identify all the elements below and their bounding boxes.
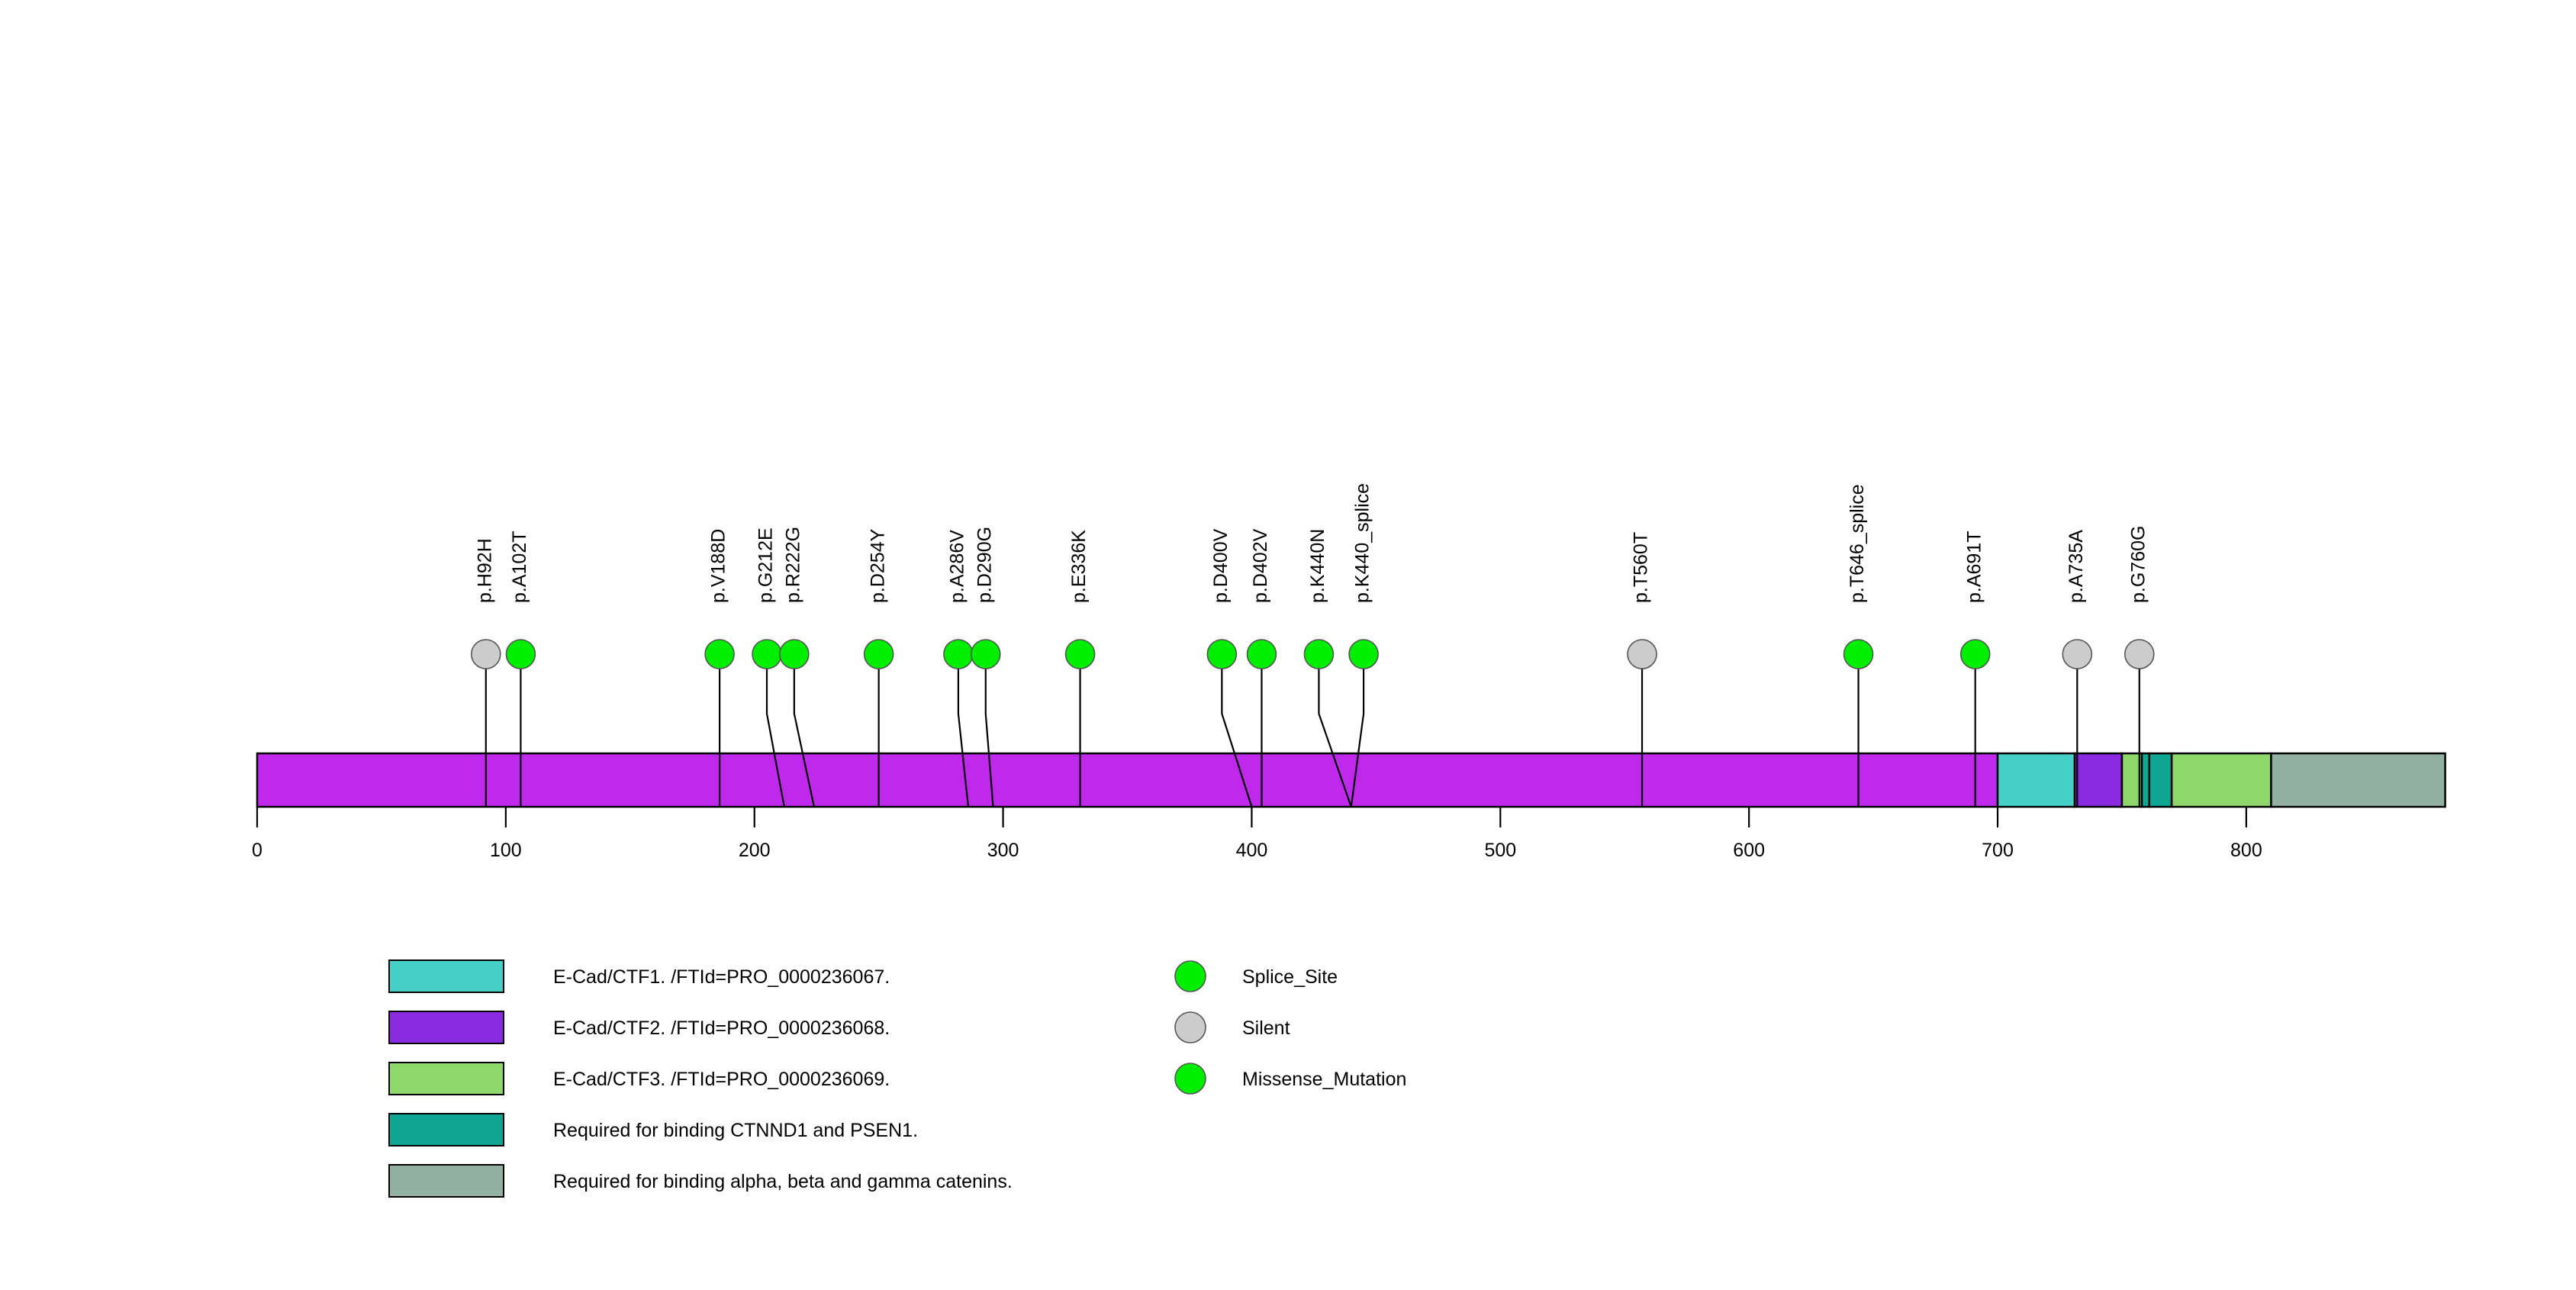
- domain-legend: E-Cad/CTF1. /FTId=PRO_0000236067. E-Cad/C…: [388, 959, 1013, 1198]
- lollipop-head[interactable]: [1959, 639, 1991, 669]
- lollipop-p-k440-splice[interactable]: p.K440_splice: [1348, 483, 1379, 808]
- mutation-label: p.D254Y: [867, 528, 888, 603]
- lollipop-p-v188d[interactable]: p.V188D: [704, 529, 735, 807]
- mutation-label: p.A691T: [1963, 531, 1985, 603]
- domain-segment-E-Cad/CTF3-b[interactable]: [2170, 752, 2272, 808]
- lollipop-stem: [1350, 654, 1365, 808]
- lollipop-p-a735a[interactable]: p.A735A: [2062, 530, 2093, 807]
- mutation-label: p.R222G: [782, 527, 803, 603]
- lollipop-head[interactable]: [1627, 639, 1657, 669]
- lollipop-p-g760g[interactable]: p.G760G: [2124, 526, 2155, 807]
- lollipop-stem: [765, 654, 785, 808]
- lollipop-stem: [1221, 654, 1253, 808]
- lollipop-p-h92h[interactable]: p.H92H: [470, 538, 501, 807]
- lollipop-head[interactable]: [1843, 639, 1874, 669]
- lollipop-stem: [984, 654, 994, 808]
- domain-segment-E-Cad/CTF1[interactable]: [1996, 752, 2076, 808]
- legend-mutation-swatch[interactable]: [1174, 960, 1206, 992]
- lollipop-p-k440n[interactable]: p.K440N: [1303, 529, 1352, 808]
- mutation-label: p.A735A: [2066, 530, 2087, 603]
- lollipop-p-d402v[interactable]: p.D402V: [1246, 528, 1277, 807]
- mutation-label: p.T646_splice: [1847, 484, 1868, 603]
- axis-tick-label: 600: [1733, 840, 1765, 861]
- lollipop-head[interactable]: [970, 639, 1001, 669]
- lollipop-p-d290g[interactable]: p.D290G: [970, 527, 1001, 808]
- mutation-label: p.K440N: [1307, 529, 1328, 603]
- legend-domain-label: Required for binding alpha, beta and gam…: [553, 1171, 1013, 1192]
- lollipop-head[interactable]: [943, 639, 974, 669]
- mutation-label: p.A102T: [509, 531, 530, 603]
- axis-tick-label: 500: [1484, 840, 1516, 861]
- axis-tick-label: 800: [2230, 840, 2262, 861]
- legend-mutation-label: Splice_Site: [1242, 966, 1338, 988]
- lollipop-stem: [793, 654, 816, 808]
- legend-domain-swatch[interactable]: [388, 959, 504, 993]
- lollipop-p-r222g[interactable]: p.R222G: [779, 527, 816, 808]
- legend-domain-label: E-Cad/CTF2. /FTId=PRO_0000236068.: [553, 1017, 890, 1039]
- legend-mutation-swatch[interactable]: [1174, 1063, 1206, 1095]
- domain-segment-catenins[interactable]: [2270, 752, 2446, 808]
- legend-mutation-swatch[interactable]: [1174, 1011, 1206, 1043]
- mutation-label: p.D290G: [974, 527, 995, 603]
- mutation-label: p.E336K: [1068, 530, 1090, 603]
- lollipop-p-a102t[interactable]: p.A102T: [505, 531, 536, 807]
- lollipop-p-t646-splice[interactable]: p.T646_splice: [1843, 484, 1874, 807]
- lollipop-head[interactable]: [1206, 639, 1238, 669]
- lollipop-head[interactable]: [1348, 639, 1379, 669]
- legend-domain-label: E-Cad/CTF3. /FTId=PRO_0000236069.: [553, 1069, 890, 1090]
- lollipop-p-a286v[interactable]: p.A286V: [943, 530, 974, 808]
- lollipop-head[interactable]: [1246, 639, 1277, 669]
- domain-segment-ctnnd1-psen1-thin[interactable]: [2140, 752, 2151, 808]
- lollipop-stem: [1318, 654, 1352, 808]
- lollipop-head[interactable]: [505, 639, 536, 669]
- mutation-label: p.A286V: [947, 530, 968, 603]
- mutation-label: p.H92H: [474, 538, 495, 603]
- legend-domain-swatch[interactable]: [388, 1164, 504, 1198]
- domain-segment-E-Cad/CTF2[interactable]: [2073, 752, 2124, 808]
- mutation-label: p.G212E: [755, 527, 777, 603]
- lollipop-p-a691t[interactable]: p.A691T: [1959, 531, 1991, 807]
- lollipop-head[interactable]: [863, 639, 894, 669]
- legend-mutation-label: Missense_Mutation: [1242, 1069, 1406, 1090]
- lollipop-head[interactable]: [1064, 639, 1096, 669]
- lollipop-p-g212e[interactable]: p.G212E: [752, 527, 785, 808]
- axis-tick-label: 0: [252, 840, 262, 861]
- domain-segment-ctnnd1-psen1[interactable]: [2148, 752, 2173, 808]
- lollipop-head[interactable]: [704, 639, 735, 669]
- lollipop-head[interactable]: [752, 639, 782, 669]
- mutation-label: p.K440_splice: [1352, 483, 1373, 603]
- domain-segment-backbone[interactable]: [256, 752, 1999, 808]
- mutation-label: p.G760G: [2127, 526, 2149, 603]
- legend-domain-swatch[interactable]: [388, 1062, 504, 1095]
- lollipop-head[interactable]: [2124, 639, 2155, 669]
- lollipop-head[interactable]: [2062, 639, 2093, 669]
- axis-tick-label: 200: [739, 840, 771, 861]
- axis-tick-label: 700: [1982, 840, 2014, 861]
- lollipop-head[interactable]: [779, 639, 810, 669]
- legend-domain-swatch[interactable]: [388, 1011, 504, 1044]
- mutation-label: p.D402V: [1250, 528, 1271, 603]
- lollipop-head[interactable]: [470, 639, 501, 669]
- lollipop-p-d400v[interactable]: p.D400V: [1206, 528, 1253, 808]
- lollipop-p-d254y[interactable]: p.D254Y: [863, 528, 894, 807]
- lollipop-p-e336k[interactable]: p.E336K: [1064, 530, 1096, 807]
- protein-domain-bar: [256, 752, 2446, 808]
- lollipop-p-t560t[interactable]: p.T560T: [1627, 532, 1657, 807]
- axis-tick-label: 300: [987, 840, 1019, 861]
- lollipop-head[interactable]: [1303, 639, 1335, 669]
- axis-tick-label: 400: [1236, 840, 1268, 861]
- lollipop-stem: [957, 654, 970, 808]
- mutation-label: p.V188D: [708, 529, 729, 603]
- mutation-label: p.D400V: [1210, 528, 1232, 603]
- axis-tick-label: 100: [490, 840, 522, 861]
- legend-domain-label: E-Cad/CTF1. /FTId=PRO_0000236067.: [553, 966, 890, 988]
- legend-mutation-label: Silent: [1242, 1017, 1290, 1039]
- legend-domain-swatch[interactable]: [388, 1113, 504, 1146]
- legend-domain-label: Required for binding CTNND1 and PSEN1.: [553, 1120, 918, 1141]
- mutation-label: p.T560T: [1631, 532, 1652, 603]
- residue-axis: 0 100 200 300 400 500 600 700 800: [252, 807, 2262, 861]
